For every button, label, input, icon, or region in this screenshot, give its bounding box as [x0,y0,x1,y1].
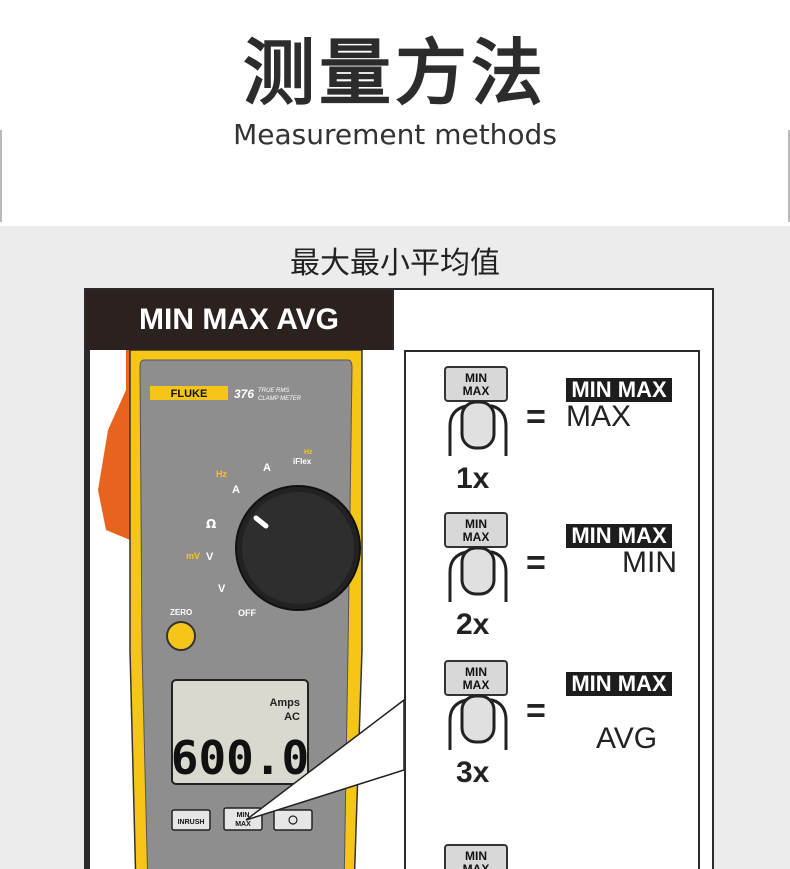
panel-tab: MIN MAX AVG [86,290,392,350]
backlight-button [273,809,313,831]
mode-min: MIN [622,546,677,579]
minmax-button-icon: MIN MAX [444,844,508,869]
inrush-label: INRUSH [178,819,205,826]
minmax-chip: MIN MAX [566,378,672,402]
minmax-button-meter [223,807,263,831]
dial-hz-label: Hz [216,469,227,479]
page-title: 测量方法 [242,31,547,115]
minmax-button-icon: MIN MAX [444,366,508,402]
mode-max: MAX [566,400,632,433]
dial-hz-iflex-label: Hz [304,449,313,456]
dial-v-dc-label: V [206,551,214,563]
minmax-guide: MIN MAX 1x = MIN MAX MAX MIN MAX [404,350,700,869]
right-edge-line [788,130,790,222]
minmax-chip: MIN MAX [566,524,672,548]
zero-button [166,621,196,651]
finger-press-icon [448,694,508,750]
callout-pointer [245,699,404,821]
tab-divider [392,290,394,350]
dial-v-ac-label: V [218,583,226,595]
clamp-meter-illustration: FLUKE 376 TRUE RMS CLAMP METER Hz A A iF… [98,350,404,869]
mode-avg: AVG [596,722,658,755]
equals-sign: = [526,692,546,730]
press-count: 2x [456,608,490,641]
panel-left-border [86,350,90,869]
model-number: 376 [234,387,254,401]
dial-iflex-label: iFlex [293,457,312,466]
finger-press-icon [448,546,508,602]
section-title: 最大最小平均值 [290,246,500,281]
dial-a-ac-label: A [232,484,240,496]
minmax-button-icon: MIN MAX [444,512,508,548]
brand-badge [150,386,228,400]
display-reading: 600.0 [171,731,309,785]
press-count: 3x [456,756,490,789]
display-unit-ac: AC [284,711,300,723]
minmax-label-1: MIN [237,812,250,819]
press-count: 1x [456,462,490,495]
minmax-chip: MIN MAX [566,672,672,696]
dial-pointer [253,515,269,529]
zero-label: ZERO [170,608,192,617]
lcd-display [171,679,309,785]
page-subtitle: Measurement methods [233,118,557,151]
equals-sign: = [526,544,546,582]
model-sub-1: TRUE RMS [258,388,289,394]
clamp-jaw-left [98,350,130,540]
dial-off-label: OFF [238,608,256,618]
header-area: 测量方法 Measurement methods [0,0,790,226]
sun-icon [288,815,298,825]
dial-a-dc-label: A [263,462,271,474]
brand-text: FLUKE [171,388,208,400]
instruction-panel: MIN MAX AVG FLUKE 376 TRUE RMS CLAMP MET… [84,288,714,869]
finger-press-icon [448,400,508,456]
dial-mv-label: mV [186,551,200,561]
model-sub-2: CLAMP METER [258,396,302,402]
left-edge-line [0,130,2,222]
dial-ohm-label: Ω [206,517,216,531]
minmax-label-2: MAX [235,821,251,828]
rotary-dial-inner [242,492,354,604]
display-unit-amps: Amps [269,697,300,709]
minmax-section: 最大最小平均值 MIN MAX AVG FLUKE 376 TRUE RMS C… [0,226,790,869]
equals-sign: = [526,398,546,436]
inrush-button [171,809,211,831]
